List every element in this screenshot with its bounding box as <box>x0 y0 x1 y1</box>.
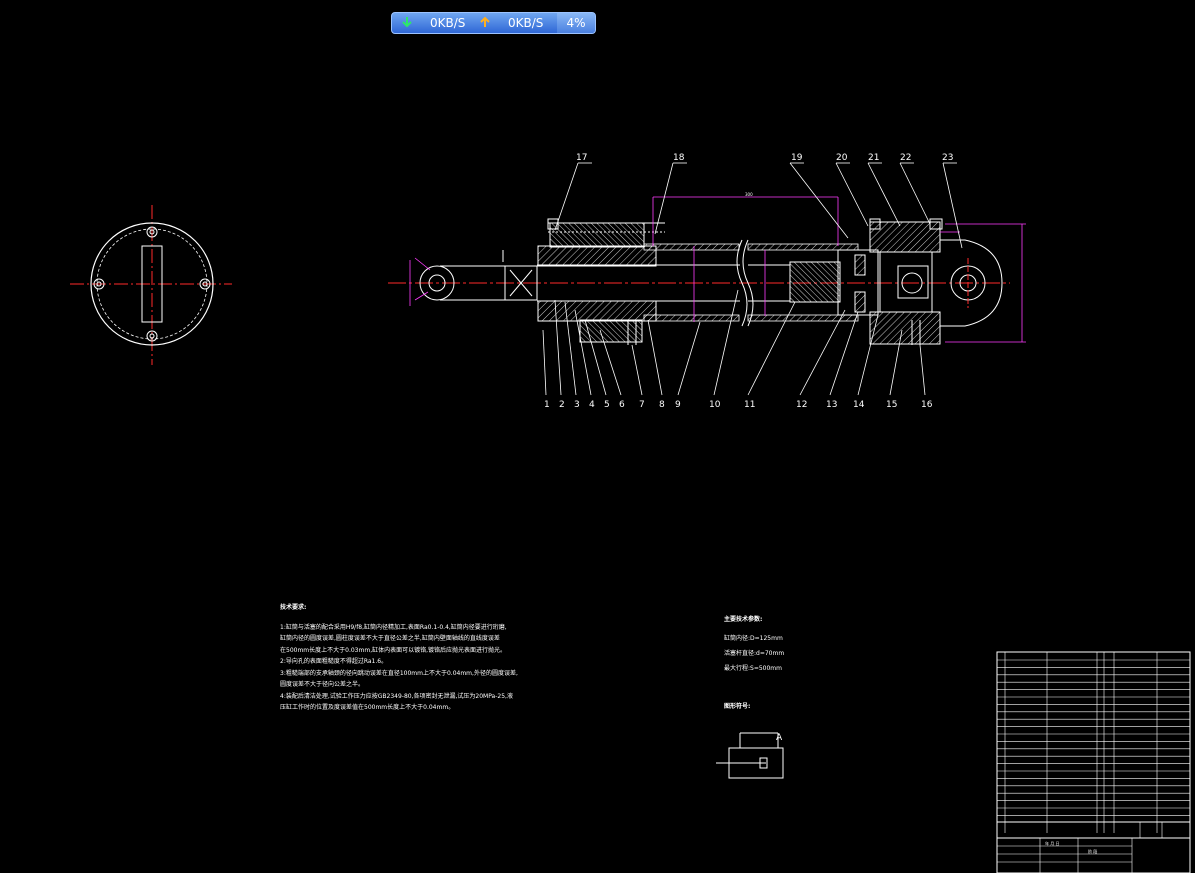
note-line: 在500mm长度上不大于0.03mm,缸体内表面可以镀铬,镀铬后应抛光表面进行抛… <box>280 646 507 654</box>
part-numbers-top: 17 18 19 20 21 22 23 <box>576 153 953 163</box>
upload-arrow-icon <box>480 16 490 31</box>
note-line: 2:导向孔的表面粗糙度不得超过Ra1.6。 <box>280 658 388 665</box>
part-number-23: 23 <box>942 153 953 163</box>
note-line: 压缸工作时的位置及度误差值在500mm长度上不大于0.04mm。 <box>280 704 455 711</box>
hydraulic-symbol: A <box>716 732 784 779</box>
technical-requirements: 技术要求: 1:缸筒与活塞的配合采用H9/f8,缸筒内径精加工,表面Ra0.1-… <box>280 602 550 714</box>
download-rate: 0KB/S <box>430 16 466 30</box>
port-a-label: A <box>776 733 783 743</box>
part-number-22: 22 <box>900 153 911 163</box>
note-line: 缸筒内径的圆度误差,圆柱度误差不大于直径公差之半,缸筒内壁面轴线的直线度误差 <box>280 635 500 642</box>
part-number-7: 7 <box>639 400 645 410</box>
part-number-11: 11 <box>744 400 755 410</box>
graphic-symbol-title: 图形符号: <box>724 703 751 710</box>
upload-rate: 0KB/S <box>508 16 544 30</box>
note-line: 4:装配后清洁处理,试验工作压力应按GB2349-80,各项密封无泄漏,试压为2… <box>280 692 513 700</box>
main-parameters-title: 主要技术参数: <box>724 616 763 623</box>
part-number-10: 10 <box>709 400 721 410</box>
dim-top-label: 300 <box>745 192 753 197</box>
part-number-1: 1 <box>544 400 550 410</box>
part-number-16: 16 <box>921 400 933 410</box>
parts-list-table <box>996 651 1191 873</box>
part-number-9: 9 <box>675 400 681 410</box>
note-line: 圆度误差不大于径向公差之半。 <box>280 681 365 688</box>
part-number-15: 15 <box>886 400 897 410</box>
part-number-19: 19 <box>791 153 803 163</box>
download-arrow-icon <box>402 16 412 31</box>
main-parameters: 主要技术参数: 缸筒内径:D=125mm 活塞杆直径:d=70mm 最大行程:S… <box>724 612 884 676</box>
usage-percent: 4% <box>557 13 595 33</box>
part-number-13: 13 <box>826 400 837 410</box>
part-number-8: 8 <box>659 400 665 410</box>
part-number-12: 12 <box>796 400 807 410</box>
part-number-3: 3 <box>574 400 580 410</box>
part-number-6: 6 <box>619 400 625 410</box>
end-view <box>70 205 232 365</box>
title-block-stage: 阶 段 <box>1088 848 1097 854</box>
title-block-date-header: 年 月 日 <box>1045 840 1060 846</box>
network-speed-widget[interactable]: 0KB/S 0KB/S 4% <box>391 12 596 34</box>
part-numbers-bottom: 1 2 3 4 5 6 7 8 9 10 11 12 13 14 15 16 <box>544 400 933 410</box>
note-line: 1:缸筒与活塞的配合采用H9/f8,缸筒内径精加工,表面Ra0.1-0.4,缸筒… <box>280 623 507 631</box>
part-number-4: 4 <box>589 400 595 410</box>
part-number-14: 14 <box>853 400 865 410</box>
technical-requirements-title: 技术要求: <box>280 604 307 611</box>
part-number-5: 5 <box>604 400 610 410</box>
cylinder-section-view: 300 <box>388 162 1026 396</box>
part-number-17: 17 <box>576 153 587 163</box>
param-line: 最大行程:S=500mm <box>724 665 782 672</box>
part-number-18: 18 <box>673 153 685 163</box>
part-number-2: 2 <box>559 400 565 410</box>
part-number-20: 20 <box>836 153 848 163</box>
note-line: 3:粗糙端部的支承轴颈的径向跳动误差在直径100mm上不大于0.04mm,外径的… <box>280 669 518 677</box>
part-number-21: 21 <box>868 153 879 163</box>
param-line: 缸筒内径:D=125mm <box>724 635 783 642</box>
param-line: 活塞杆直径:d=70mm <box>724 650 785 657</box>
